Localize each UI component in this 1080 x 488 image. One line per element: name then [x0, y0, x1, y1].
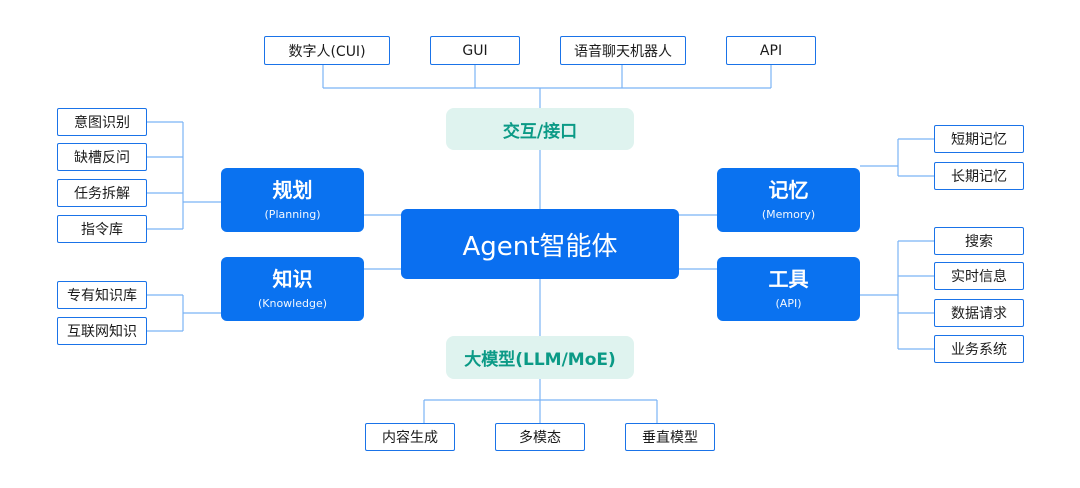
memory-subtitle: (Memory) — [761, 208, 816, 221]
planning-node: 规划 (Planning) — [221, 168, 364, 232]
planning-item-intent-recognition: 意图识别 — [57, 108, 147, 136]
model-category: 大模型(LLM/MoE) — [446, 336, 634, 379]
knowledge-item-private-kb: 专有知识库 — [57, 281, 147, 309]
knowledge-node: 知识 (Knowledge) — [221, 257, 364, 321]
memory-item-short-term: 短期记忆 — [934, 125, 1024, 153]
tools-item-realtime-info: 实时信息 — [934, 262, 1024, 290]
model-item-multimodal: 多模态 — [495, 423, 585, 451]
tools-node: 工具 (API) — [717, 257, 860, 321]
interaction-item-digital-human: 数字人(CUI) — [264, 36, 390, 65]
knowledge-title: 知识 — [272, 267, 313, 291]
planning-item-slot-clarification: 缺槽反问 — [57, 143, 147, 171]
model-item-vertical: 垂直模型 — [625, 423, 715, 451]
planning-item-task-decomposition: 任务拆解 — [57, 179, 147, 207]
tools-title: 工具 — [768, 267, 809, 291]
tools-item-search: 搜索 — [934, 227, 1024, 255]
interaction-category: 交互/接口 — [446, 108, 634, 150]
planning-subtitle: (Planning) — [264, 208, 321, 221]
memory-node: 记忆 (Memory) — [717, 168, 860, 232]
tools-item-data-request: 数据请求 — [934, 299, 1024, 327]
planning-title: 规划 — [272, 178, 313, 202]
tools-subtitle: (API) — [775, 297, 802, 310]
interaction-item-api: API — [726, 36, 816, 65]
model-item-content-generation: 内容生成 — [365, 423, 455, 451]
knowledge-item-internet: 互联网知识 — [57, 317, 147, 345]
tools-item-business-system: 业务系统 — [934, 335, 1024, 363]
interaction-item-gui: GUI — [430, 36, 520, 65]
memory-title: 记忆 — [768, 178, 809, 202]
agent-center-node: Agent智能体 — [401, 209, 679, 279]
knowledge-subtitle: (Knowledge) — [257, 297, 328, 310]
memory-item-long-term: 长期记忆 — [934, 162, 1024, 190]
interaction-item-voice-chatbot: 语音聊天机器人 — [560, 36, 686, 65]
planning-item-instruction-library: 指令库 — [57, 215, 147, 243]
